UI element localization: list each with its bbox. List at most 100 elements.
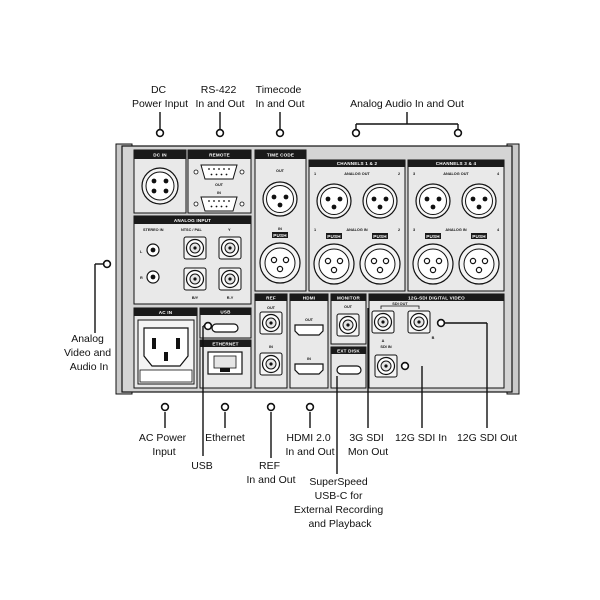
callout-dots [102, 128, 463, 412]
hdmi-out-label: OUT [305, 318, 314, 322]
ethernet-label: ETHERNET [212, 342, 238, 347]
by-label: B/Y [192, 296, 199, 300]
time-code-label: TIME CODE [267, 153, 294, 158]
dot-sdi-in [400, 361, 410, 371]
dot-rs422 [215, 128, 225, 138]
callout-12g-sdi-out: 12G SDI Out [457, 432, 517, 444]
stereo-left-rca[interactable] [146, 243, 160, 257]
ext-disk-label: EXT DISK [337, 349, 360, 354]
stereo-in-label: STEREO IN [143, 228, 164, 232]
analog-out-1-xlr[interactable] [316, 183, 352, 219]
usb-label: USB [220, 310, 231, 315]
callout-usb: USB [191, 460, 213, 472]
dc-in-section: DC IN [133, 149, 187, 214]
ref-in-label: IN [269, 345, 273, 349]
leader-lines [94, 112, 488, 474]
ref-out-bnc[interactable] [259, 311, 283, 335]
sdi-section: 12G-SDI DIGITAL VIDEO SDI OUT A B SDI IN [368, 293, 505, 389]
ethernet-port[interactable] [207, 351, 243, 375]
analog-in-1-xlr[interactable] [313, 243, 355, 285]
component-y-bnc[interactable] [218, 236, 242, 260]
callout-texts: DC Power Input RS-422 In and Out Timecod… [64, 84, 517, 530]
l-label: L [140, 250, 143, 254]
dot-hdmi [305, 402, 315, 412]
ch12-label: CHANNELS 1 & 2 [337, 161, 378, 166]
y-label: Y [228, 228, 231, 232]
sdi-in-bnc[interactable] [374, 354, 398, 378]
analog-in-2-xlr[interactable] [359, 243, 401, 285]
ch3-push-label: PUSH [426, 234, 440, 239]
sdi-b-label: B [432, 336, 435, 340]
hdmi-label: HDMI [303, 296, 316, 301]
remote-out-label: OUT [215, 183, 224, 187]
ref-in-bnc[interactable] [259, 352, 283, 376]
ch12-out-2: 2 [398, 172, 400, 176]
ch3-push-tab [425, 233, 441, 239]
usb-port[interactable] [211, 323, 239, 333]
analog-out-4-xlr[interactable] [461, 183, 497, 219]
component-ry-bnc[interactable] [218, 267, 242, 291]
sdi-title-label: 12G-SDI DIGITAL VIDEO [408, 296, 465, 301]
remote-section: REMOTE OUT IN [187, 149, 252, 214]
sdi-out-a-bnc[interactable] [371, 310, 395, 334]
sdi-out-b-bnc[interactable] [407, 310, 431, 334]
dot-analog-video [102, 259, 112, 269]
remote-in-label: IN [217, 191, 221, 195]
ch12-analog-out-label: ANALOG OUT [344, 172, 370, 176]
tc-push-tab [272, 232, 288, 238]
ch34-out-4: 4 [497, 172, 500, 176]
dot-usb [203, 321, 213, 331]
time-code-section: TIME CODE OUT IN PUSH [254, 149, 307, 292]
monitor-out-bnc[interactable] [336, 313, 360, 337]
timecode-out-xlr[interactable] [262, 181, 298, 217]
tc-out-label: OUT [276, 169, 285, 173]
analog-input-label: ANALOG INPUT [174, 218, 211, 223]
ethernet-section: ETHERNET [199, 339, 252, 389]
sdi-out-bracket [380, 305, 420, 309]
callout-3g-sdi: 3G SDI Mon Out [348, 432, 388, 458]
callout-dc-power: DC Power Input [132, 84, 188, 110]
callout-usb-c: SuperSpeed USB-C for External Recording … [294, 476, 386, 530]
ch4-push-label: PUSH [472, 234, 486, 239]
ch4-push-tab [471, 233, 487, 239]
ch34-label: CHANNELS 3 & 4 [436, 161, 477, 166]
analog-in-3-xlr[interactable] [412, 243, 454, 285]
callout-timecode: Timecode In and Out [255, 84, 304, 110]
dc-in-label: DC IN [153, 153, 167, 158]
remote-label: REMOTE [209, 153, 230, 158]
dc-power-connector[interactable] [141, 167, 179, 205]
callout-ac-power: AC Power Input [139, 432, 189, 458]
dot-timecode [275, 128, 285, 138]
ac-power-inlet[interactable] [137, 319, 195, 385]
ntsc-pal-bnc[interactable] [183, 236, 207, 260]
stereo-right-rca[interactable] [146, 270, 160, 284]
tc-in-label: IN [278, 227, 282, 231]
ntsc-pal-label: NTSC / PAL [181, 228, 202, 232]
hdmi-in-port[interactable] [294, 363, 324, 375]
analog-out-2-xlr[interactable] [362, 183, 398, 219]
callout-rs422: RS-422 In and Out [195, 84, 244, 110]
ch12-in-1: 1 [314, 228, 316, 232]
ac-in-label: AC IN [159, 310, 173, 315]
hdmi-section: HDMI OUT IN [289, 293, 329, 389]
ch1-push-tab [326, 233, 342, 239]
analog-out-3-xlr[interactable] [415, 183, 451, 219]
usb-c-port[interactable] [336, 365, 362, 375]
timecode-in-xlr[interactable] [259, 242, 301, 284]
monitor-label: MONITOR [337, 296, 360, 301]
hdmi-out-port[interactable] [294, 324, 324, 336]
dot-analog-audio-left [351, 128, 361, 138]
callout-ref: REF In and Out [246, 460, 295, 486]
ch12-in-2: 2 [398, 228, 400, 232]
ch1-push-label: PUSH [327, 234, 341, 239]
component-by-bnc[interactable] [183, 267, 207, 291]
ch34-analog-out-label: ANALOG OUT [443, 172, 469, 176]
dot-dc-power [155, 128, 165, 138]
sdi-a-label: A [382, 339, 385, 343]
callout-analog-audio: Analog Audio In and Out [350, 98, 464, 110]
ch34-out-3: 3 [413, 172, 415, 176]
sdi-out-label: SDI OUT [392, 302, 408, 306]
analog-in-4-xlr[interactable] [458, 243, 500, 285]
